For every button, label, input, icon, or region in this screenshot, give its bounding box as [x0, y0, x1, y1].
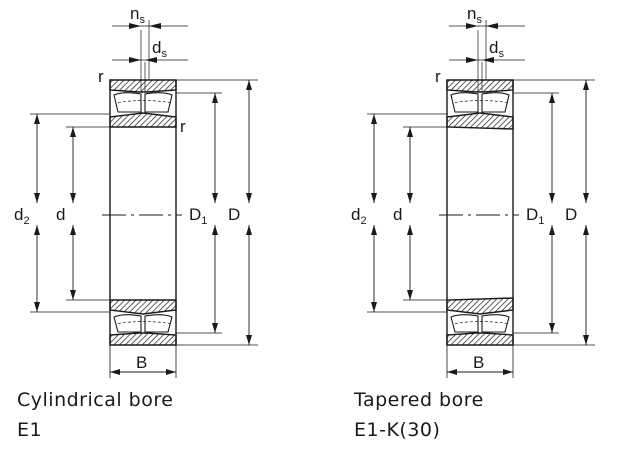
label-D: D: [565, 205, 577, 224]
inner-ring-bottom: [446, 297, 514, 315]
label-d-text: d: [393, 205, 402, 224]
label-ns-text: n: [130, 4, 139, 23]
outer-ring-bottom: [446, 332, 514, 346]
label-r-outer: r: [98, 67, 104, 86]
label-D-text: D: [228, 205, 240, 224]
caption-title: Cylindrical bore: [17, 389, 174, 411]
label-D: D: [228, 205, 240, 224]
label-d2: d2: [14, 205, 30, 227]
label-ns-text: n: [467, 4, 476, 23]
label-B-text: B: [473, 353, 484, 372]
label-D1-subscript: 1: [201, 215, 207, 227]
caption-code: E1: [17, 419, 43, 441]
label-r-outer: r: [435, 67, 441, 86]
label-ds-subscript: s: [498, 48, 504, 60]
label-d2: d2: [351, 205, 367, 227]
roller: [450, 314, 479, 333]
caption-tapered: Tapered bore E1-K(30): [354, 385, 484, 445]
outer-ring-top: [446, 79, 514, 93]
cage-hidden-line: [454, 100, 508, 103]
caption-title: Tapered bore: [354, 389, 484, 411]
roller: [144, 314, 173, 333]
label-D1-subscript: 1: [538, 215, 544, 227]
label-d2-text: d: [14, 205, 23, 224]
label-r-inner: r: [180, 117, 186, 136]
cage-hidden-line: [117, 321, 171, 324]
label-ds-text: d: [489, 38, 498, 57]
label-D1-text: D: [526, 205, 538, 224]
label-D1-text: D: [189, 205, 201, 224]
cage-hidden-line: [117, 100, 171, 103]
label-B-text: B: [136, 353, 147, 372]
roller: [113, 92, 142, 113]
label-r-inner-text: r: [180, 117, 186, 136]
label-d2-subscript: 2: [360, 215, 366, 227]
outer-ring-top: [109, 79, 177, 93]
label-ds-subscript: s: [161, 48, 167, 60]
label-ns: ns: [467, 4, 482, 26]
label-d2-text: d: [351, 205, 360, 224]
label-ns-subscript: s: [139, 14, 145, 26]
label-d2-subscript: 2: [23, 215, 29, 227]
label-r-outer-text: r: [98, 67, 104, 86]
label-ds: ds: [489, 38, 504, 60]
label-B: B: [473, 353, 484, 372]
inner-ring-top: [446, 112, 514, 130]
label-D1: D1: [526, 205, 544, 227]
ds-arrows: [129, 57, 157, 63]
label-ns-subscript: s: [476, 14, 482, 26]
label-ns: ns: [130, 4, 145, 26]
ns-arrows: [129, 23, 161, 29]
roller: [144, 92, 173, 113]
caption-code: E1-K(30): [354, 419, 441, 441]
roller: [481, 92, 510, 113]
label-ds-text: d: [152, 38, 161, 57]
outer-ring-bottom: [109, 332, 177, 346]
label-ds: ds: [152, 38, 167, 60]
cage-hidden-line: [454, 321, 508, 324]
roller: [113, 314, 142, 333]
roller: [450, 92, 479, 113]
label-D1: D1: [189, 205, 207, 227]
inner-ring-bottom: [109, 299, 177, 315]
label-d: d: [393, 205, 402, 224]
label-B: B: [136, 353, 147, 372]
caption-cylindrical: Cylindrical bore E1: [17, 385, 173, 445]
label-d: d: [56, 205, 65, 224]
inner-ring-top: [109, 112, 177, 128]
roller: [481, 314, 510, 333]
ds-arrows: [466, 57, 494, 63]
label-d-text: d: [56, 205, 65, 224]
ns-arrows: [466, 23, 498, 29]
label-D-text: D: [565, 205, 577, 224]
label-r-outer-text: r: [435, 67, 441, 86]
